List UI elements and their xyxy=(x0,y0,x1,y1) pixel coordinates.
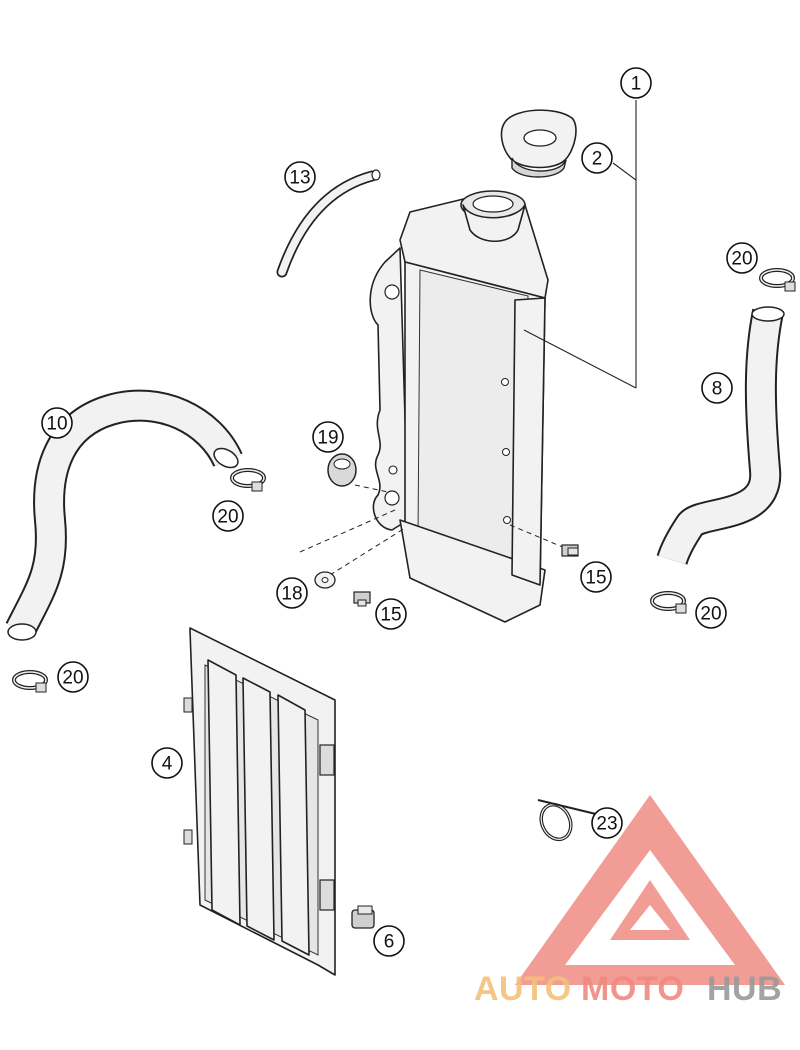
callout-c20d: 20 xyxy=(57,661,89,693)
hose-clamp-left-mid xyxy=(230,468,266,492)
callout-c19: 19 xyxy=(312,421,344,453)
right-coolant-hose xyxy=(656,306,785,565)
callout-c1: 1 xyxy=(620,67,652,99)
callout-c6: 6 xyxy=(373,925,405,957)
hose-clamp-left-bottom xyxy=(12,670,48,693)
callout-label: 13 xyxy=(289,168,310,189)
rubber-grommet xyxy=(327,453,357,487)
callout-label: 20 xyxy=(217,507,238,528)
callout-label: 2 xyxy=(592,149,603,170)
bolt-left xyxy=(353,591,371,607)
callout-c18: 18 xyxy=(276,577,308,609)
watermark-logo xyxy=(515,795,785,985)
callout-c20c: 20 xyxy=(695,597,727,629)
callout-label: 4 xyxy=(162,754,173,775)
bolt-right xyxy=(561,544,579,557)
watermark-hub: HUB xyxy=(707,970,782,1008)
watermark-moto: MOTO xyxy=(581,970,684,1008)
callout-label: 10 xyxy=(46,414,67,435)
washer xyxy=(314,571,336,589)
callout-label: 20 xyxy=(700,604,721,625)
callout-c23: 23 xyxy=(591,807,623,839)
callout-label: 20 xyxy=(62,668,83,689)
assembly-lines xyxy=(299,484,566,576)
radiator-cap xyxy=(500,109,577,178)
callout-label: 15 xyxy=(380,605,401,626)
radiator-guard xyxy=(183,627,336,976)
callout-c13: 13 xyxy=(284,161,316,193)
callout-label: 8 xyxy=(712,379,723,400)
callout-c15b: 15 xyxy=(375,598,407,630)
callout-c8: 8 xyxy=(701,372,733,404)
callout-label: 18 xyxy=(281,584,302,605)
callout-label: 19 xyxy=(317,428,338,449)
watermark-auto: AUTO xyxy=(474,970,572,1008)
callout-label: 23 xyxy=(596,814,617,835)
callout-c4: 4 xyxy=(151,747,183,779)
hose-clamp-top-right xyxy=(759,268,796,292)
callout-c20b: 20 xyxy=(212,500,244,532)
callout-label: 1 xyxy=(631,74,642,95)
overflow-hose xyxy=(276,169,381,278)
callout-label: 6 xyxy=(384,932,395,953)
callout-c15a: 15 xyxy=(580,561,612,593)
callout-label: 20 xyxy=(731,249,752,270)
clip-nut xyxy=(351,905,375,929)
watermark-text: AUTO MOTO HUB xyxy=(474,970,782,1008)
callout-label: 15 xyxy=(585,568,606,589)
callout-c20a: 20 xyxy=(726,242,758,274)
cable-tie xyxy=(537,799,601,842)
leader-lines xyxy=(523,100,637,389)
left-coolant-hose xyxy=(5,389,243,641)
callout-c2: 2 xyxy=(581,142,613,174)
hose-clamp-right-bottom xyxy=(650,591,687,614)
callout-c10: 10 xyxy=(41,407,73,439)
radiator xyxy=(369,190,549,623)
